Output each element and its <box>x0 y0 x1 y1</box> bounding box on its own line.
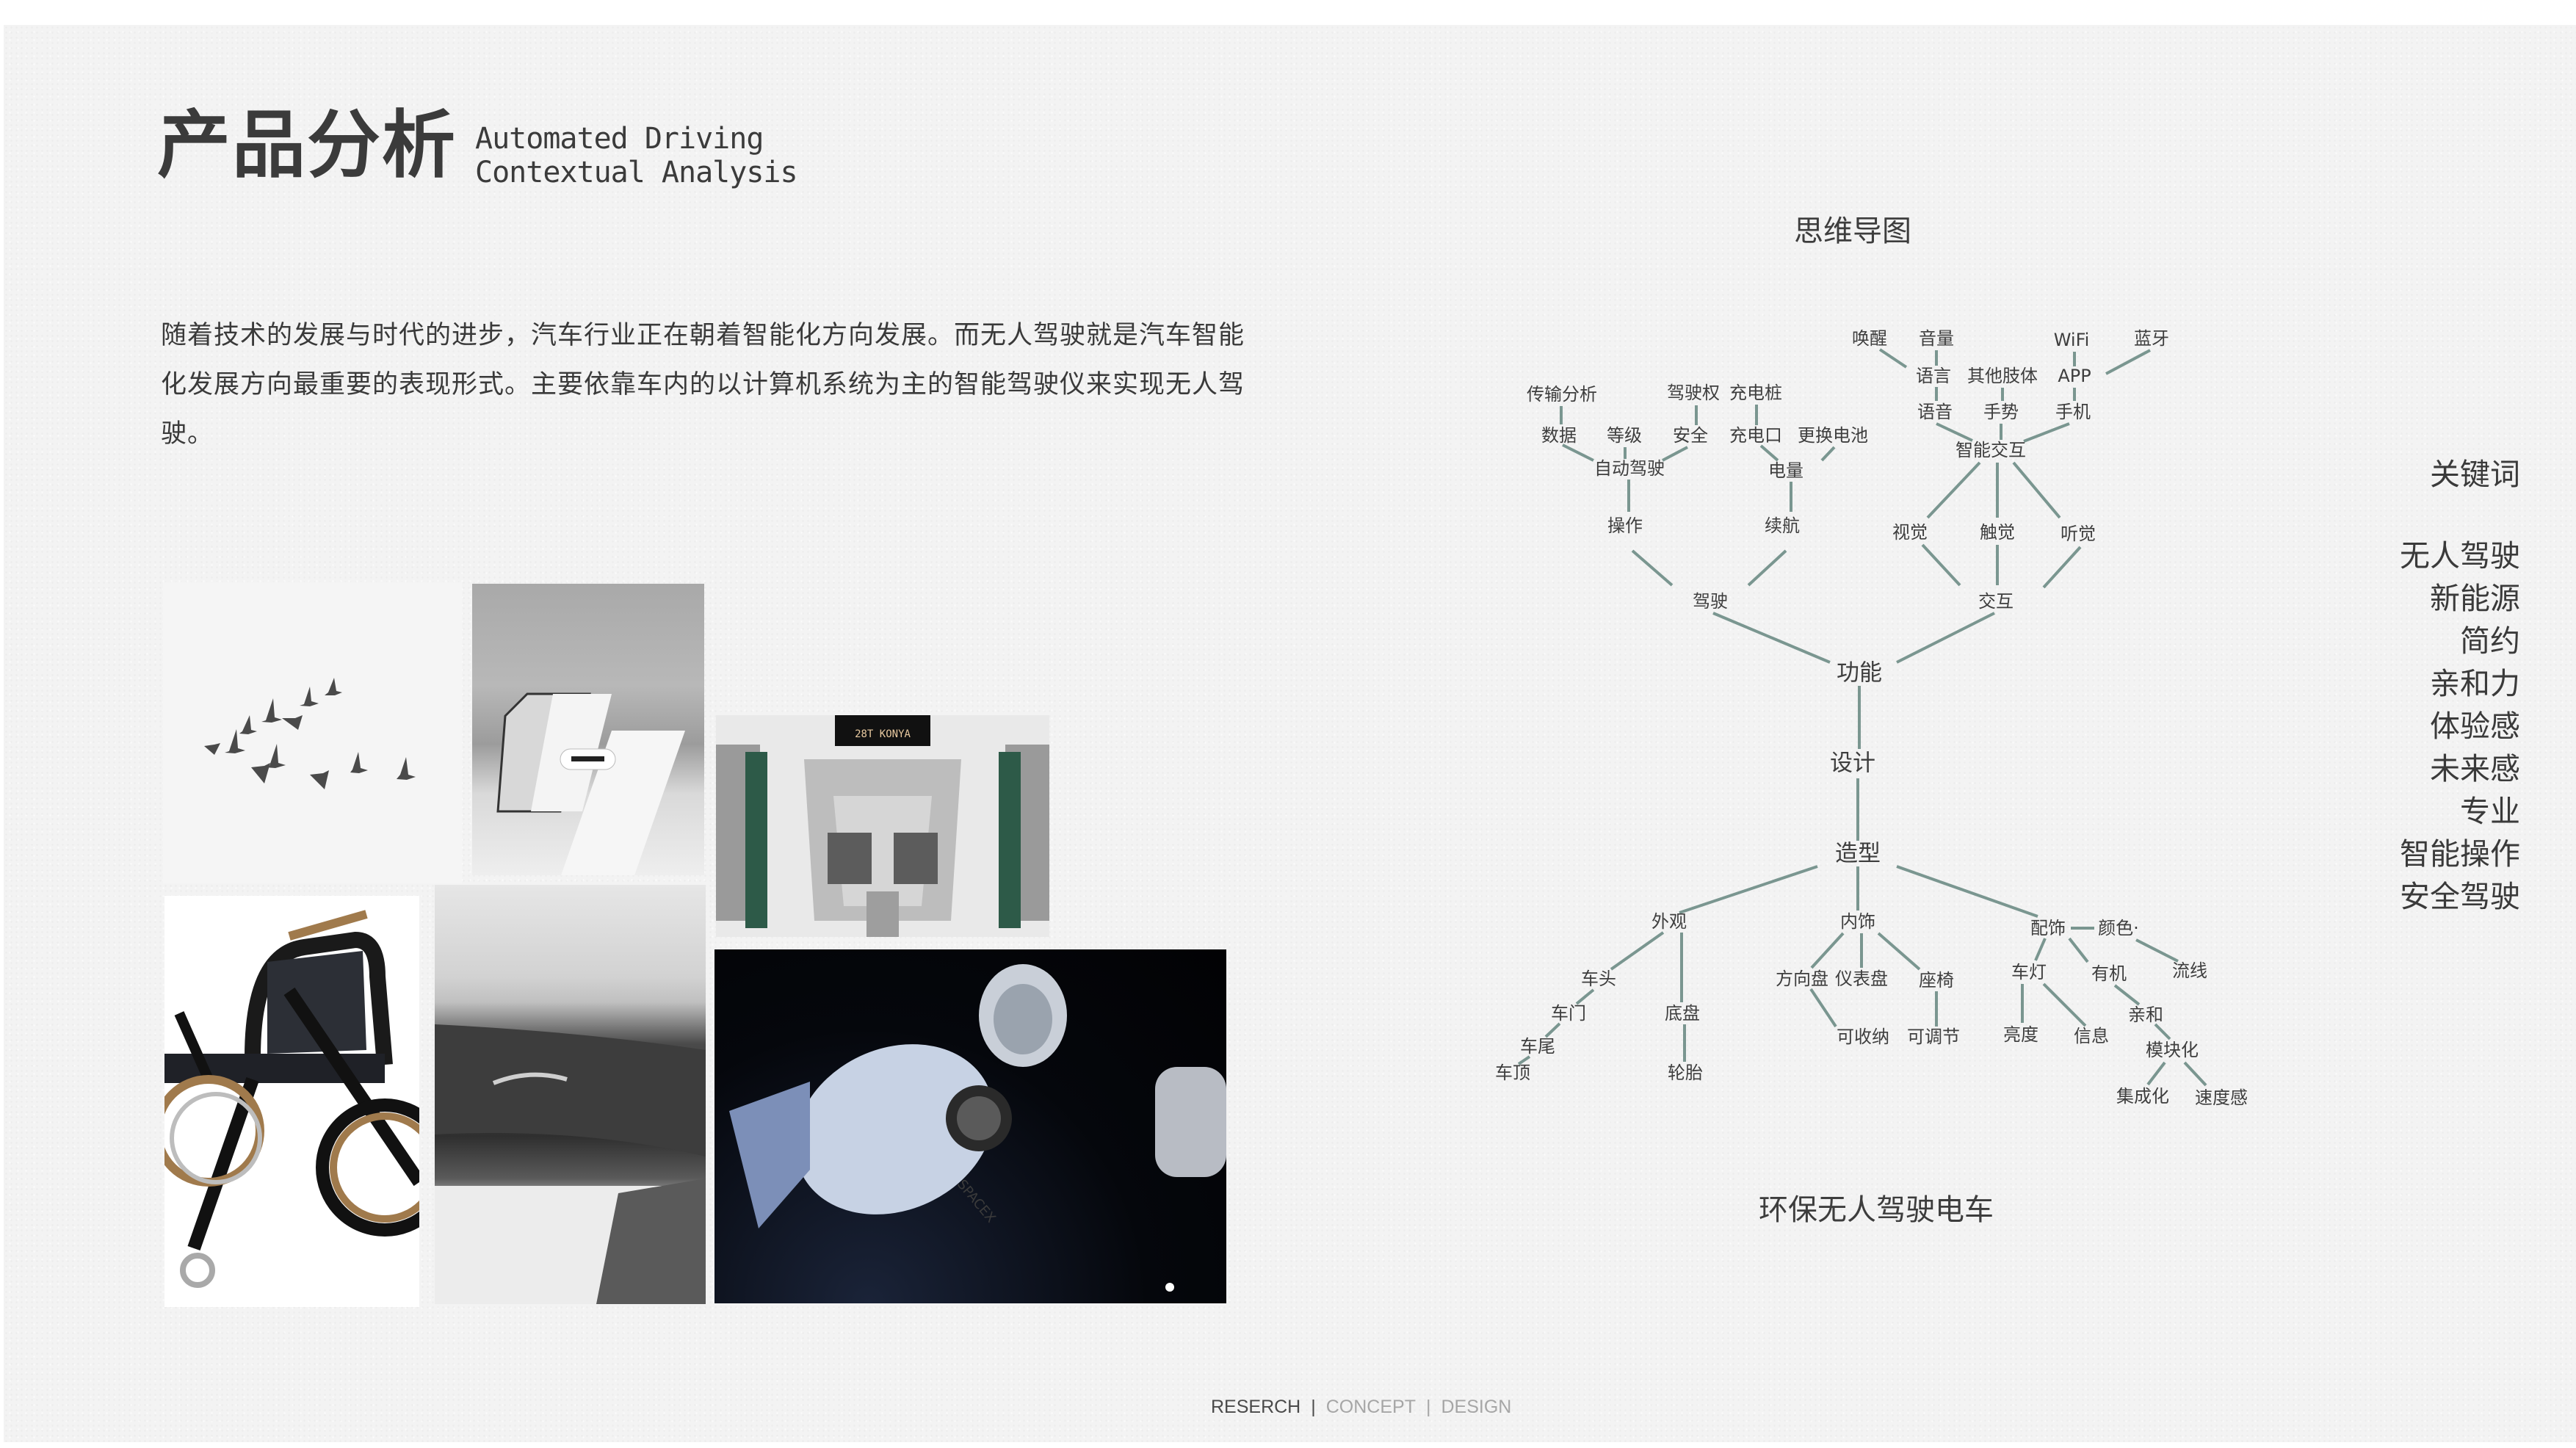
keyword-item: 无人驾驶 <box>2400 538 2520 573</box>
photo-spacex-capsule: SPACEX <box>714 949 1226 1303</box>
nav-research[interactable]: RESERCH <box>1211 1397 1301 1417</box>
geese-illustration <box>204 678 416 789</box>
footer-section-nav: RESERCH | CONCEPT | DESIGN <box>1211 1397 1511 1418</box>
photo-flying-geese <box>163 582 462 883</box>
chair-render <box>164 910 419 1288</box>
device-render <box>496 692 685 875</box>
nav-concept[interactable]: CONCEPT <box>1325 1397 1416 1417</box>
keyword-item: 智能操作 <box>2400 836 2520 872</box>
keywords-title: 关键词 <box>2430 457 2520 492</box>
keyword-item: 亲和力 <box>2430 666 2520 701</box>
keyword-item: 简约 <box>2460 623 2520 659</box>
photo-dashboard-detail <box>435 885 706 1304</box>
tram-sign-text: 28T KONYA <box>855 728 911 740</box>
tram-render: 28T KONYA <box>716 715 1049 937</box>
keywords-list: 无人驾驶新能源简约亲和力体验感未来感专业智能操作安全驾驶 <box>2400 535 2520 918</box>
subtitle-line-2: Contextual Analysis <box>475 156 798 189</box>
nav-separator: | <box>1425 1397 1431 1417</box>
page-subtitle-en: Automated Driving Contextual Analysis <box>475 122 798 189</box>
keyword-item: 安全驾驶 <box>2400 879 2520 914</box>
capsule-render: SPACEX <box>729 964 1226 1292</box>
photo-tram-interior: 28T KONYA <box>716 715 1049 937</box>
keywords-panel: 关键词 无人驾驶新能源简约亲和力体验感未来感专业智能操作安全驾驶 <box>2400 454 2520 918</box>
keyword-item: 专业 <box>2460 794 2520 829</box>
keyword-item: 新能源 <box>2430 581 2520 616</box>
photo-modular-device <box>472 584 704 875</box>
subtitle-line-1: Automated Driving <box>475 122 764 156</box>
keyword-item: 未来感 <box>2430 751 2520 786</box>
page-title: 产品分析 <box>157 102 457 188</box>
photo-wheeled-chair <box>164 896 419 1307</box>
spacex-label: SPACEX <box>954 1177 999 1226</box>
nav-separator: | <box>1311 1397 1316 1417</box>
nav-design[interactable]: DESIGN <box>1441 1397 1512 1417</box>
keyword-item: 体验感 <box>2430 709 2520 744</box>
slide-background <box>4 25 2576 1442</box>
intro-paragraph: 随着技术的发展与时代的进步，汽车行业正在朝着智能化方向发展。而无人驾驶就是汽车智… <box>161 321 1245 449</box>
dashboard-render <box>435 1024 706 1304</box>
